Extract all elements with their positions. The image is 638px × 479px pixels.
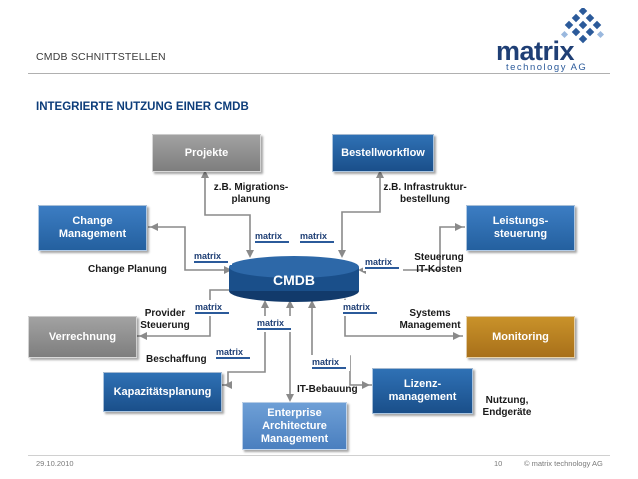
section-title: INTEGRIERTE NUTZUNG EINER CMDB — [36, 101, 249, 113]
box-lizenzmanagement[interactable]: Lizenz- management — [372, 368, 473, 414]
mini-logo: matrix — [310, 355, 350, 376]
footer-divider — [28, 455, 610, 456]
mini-logo-word: matrix — [300, 231, 327, 241]
mini-logo-word: matrix — [216, 347, 243, 357]
mini-logo-word: matrix — [343, 302, 370, 312]
box-leistungssteuerung[interactable]: Leistungs- steuerung — [466, 205, 575, 251]
mini-logo-word: matrix — [195, 302, 222, 312]
mini-logo: matrix — [214, 345, 254, 366]
box-monitoring[interactable]: Monitoring — [466, 316, 575, 358]
mini-logo: matrix — [341, 300, 381, 321]
mini-logo-word: matrix — [194, 251, 221, 261]
cmdb-database-icon — [229, 256, 359, 302]
mini-logo: matrix — [193, 300, 233, 321]
mini-logo: matrix — [363, 255, 403, 276]
mini-logo-word: matrix — [255, 231, 282, 241]
label-nutzung-endgeraete: Nutzung, Endgeräte — [482, 395, 532, 418]
slide-header-title: CMDB SCHNITTSTELLEN — [36, 51, 166, 63]
box-enterprise-architecture-management[interactable]: Enterprise Architecture Management — [242, 402, 347, 450]
label-it-bebauung: IT-Bebauung — [297, 384, 358, 395]
label-change-planung: Change Planung — [88, 264, 167, 275]
footer-page-number: 10 — [494, 459, 503, 468]
label-systems-management: Systems Management — [399, 308, 461, 331]
mini-logo-word: matrix — [312, 357, 339, 367]
mini-logo-word: matrix — [257, 318, 284, 328]
footer-copyright: © matrix technology AG — [524, 459, 603, 468]
label-infrastrukturbestellung: z.B. Infrastruktur- bestellung — [383, 182, 467, 205]
cmdb-label: CMDB — [273, 272, 315, 288]
label-steuerung-it-kosten: Steuerung IT-Kosten — [414, 252, 464, 275]
header-divider — [28, 73, 610, 74]
mini-logo: matrix — [192, 249, 232, 270]
mini-logo: matrix — [298, 229, 338, 250]
label-beschaffung: Beschaffung — [146, 354, 207, 365]
footer-date: 29.10.2010 — [36, 459, 74, 468]
mini-logo-word: matrix — [365, 257, 392, 267]
box-change-management[interactable]: Change Management — [38, 205, 147, 251]
box-verrechnung[interactable]: Verrechnung — [28, 316, 137, 358]
box-bestellworkflow[interactable]: Bestellworkflow — [332, 134, 434, 172]
mini-logo: matrix — [253, 229, 293, 250]
company-logo-wordmark: matrix — [496, 36, 575, 66]
matrix-diamond-logo-icon — [560, 8, 605, 44]
mini-logo: matrix — [255, 316, 295, 337]
box-projekte[interactable]: Projekte — [152, 134, 261, 172]
label-migrationsplanung: z.B. Migrations- planung — [213, 182, 289, 205]
label-provider-steuerung: Provider Steuerung — [140, 308, 190, 331]
box-kapazitaetsplanung[interactable]: Kapazitätsplanung — [103, 372, 222, 412]
company-logo-subtitle: technology AG — [506, 62, 588, 73]
